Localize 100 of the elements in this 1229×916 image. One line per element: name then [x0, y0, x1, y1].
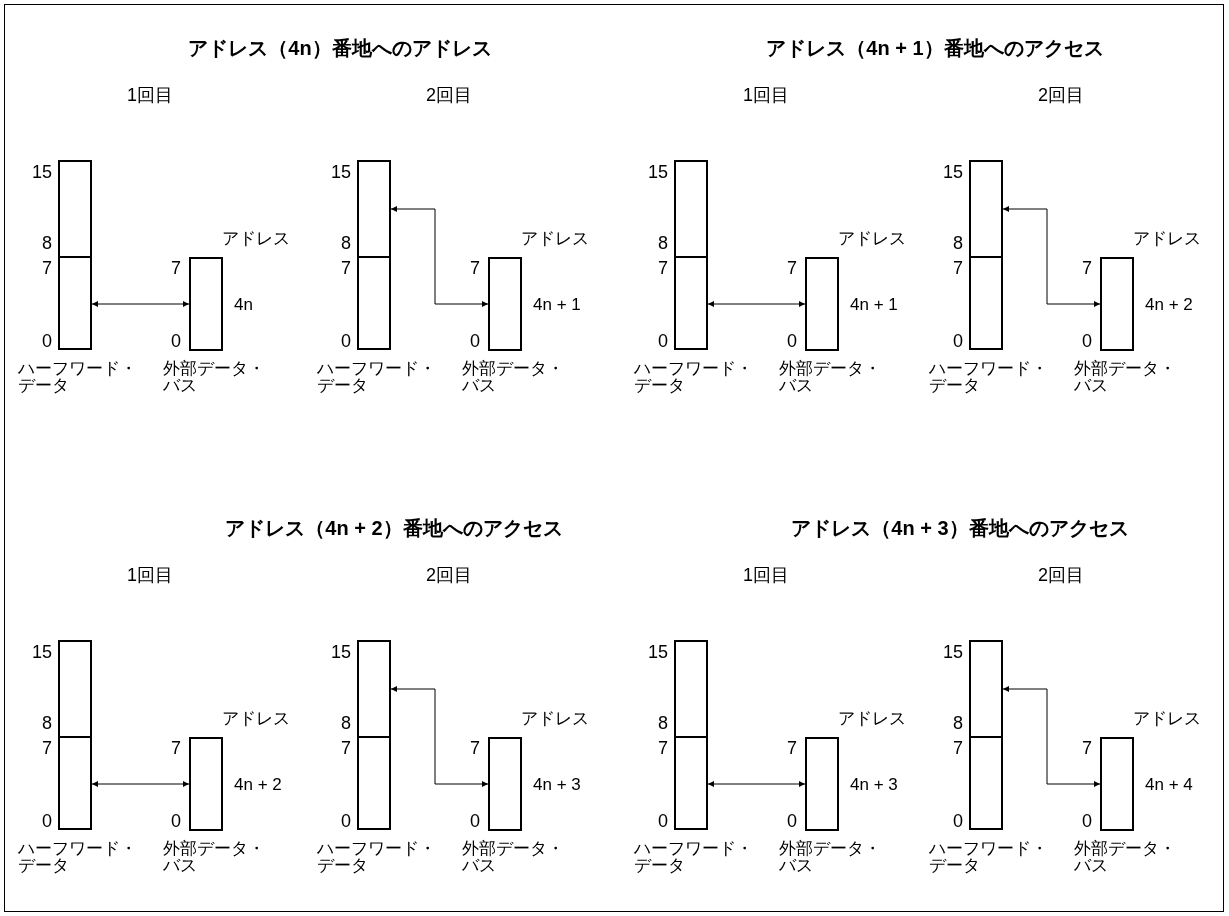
register-caption: ハーフワード・データ	[929, 840, 1049, 874]
bit-number: 15	[942, 643, 963, 661]
register-field	[58, 736, 92, 830]
cycle-heading: 2回目	[1038, 564, 1084, 587]
register-caption: ハーフワード・データ	[18, 840, 138, 874]
register-field	[674, 640, 708, 738]
bit-number: 0	[658, 332, 668, 350]
arrow	[91, 301, 190, 307]
bit-number: 15	[942, 163, 963, 181]
register-field	[357, 256, 391, 350]
bit-number: 0	[787, 812, 797, 830]
register-caption: ハーフワード・データ	[634, 840, 754, 874]
address-label: アドレス	[222, 228, 290, 250]
bit-number: 0	[42, 332, 52, 350]
bit-number: 8	[953, 234, 963, 252]
address-value: 4n + 1	[533, 295, 581, 315]
address-value: 4n + 2	[1145, 295, 1193, 315]
register-caption: 外部データ・バス	[163, 360, 266, 394]
register-field	[58, 256, 92, 350]
arrow	[1002, 206, 1101, 307]
register-caption: ハーフワード・データ	[634, 360, 754, 394]
bit-number: 7	[171, 259, 181, 277]
register-field	[357, 640, 391, 738]
address-label: アドレス	[1133, 708, 1201, 730]
bit-number: 7	[787, 259, 797, 277]
bit-number: 7	[470, 739, 480, 757]
register-caption: 外部データ・バス	[779, 360, 882, 394]
bit-number: 0	[171, 332, 181, 350]
bit-number: 7	[171, 739, 181, 757]
register-field	[357, 736, 391, 830]
address-value: 4n + 3	[533, 775, 581, 795]
bit-number: 0	[341, 332, 351, 350]
bit-number: 15	[647, 163, 668, 181]
arrow	[707, 781, 806, 787]
bit-number: 8	[42, 234, 52, 252]
bit-number: 7	[658, 259, 668, 277]
register-caption: ハーフワード・データ	[18, 360, 138, 394]
address-value: 4n + 2	[234, 775, 282, 795]
bit-number: 7	[1082, 259, 1092, 277]
bit-number: 8	[658, 234, 668, 252]
bit-number: 0	[341, 812, 351, 830]
arrow	[390, 686, 489, 787]
bit-number: 15	[330, 643, 351, 661]
cycle-heading: 2回目	[426, 564, 472, 587]
bit-number: 8	[658, 714, 668, 732]
register-field	[357, 160, 391, 258]
register-caption: 外部データ・バス	[462, 840, 565, 874]
arrow	[707, 301, 806, 307]
register-caption: ハーフワード・データ	[317, 360, 437, 394]
bit-number: 7	[341, 739, 351, 757]
bit-number: 7	[42, 259, 52, 277]
bit-number: 7	[787, 739, 797, 757]
address-value: 4n + 3	[850, 775, 898, 795]
bit-number: 0	[470, 332, 480, 350]
register-field	[969, 256, 1003, 350]
bit-number: 7	[470, 259, 480, 277]
bit-number: 0	[1082, 332, 1092, 350]
bit-number: 0	[470, 812, 480, 830]
bit-number: 7	[658, 739, 668, 757]
section-heading: アドレス（4n + 2）番地へのアクセス	[225, 515, 563, 541]
register-caption: ハーフワード・データ	[317, 840, 437, 874]
register-field	[674, 736, 708, 830]
bit-number: 7	[42, 739, 52, 757]
address-label: アドレス	[521, 228, 589, 250]
cycle-heading: 1回目	[743, 84, 789, 107]
cycle-heading: 1回目	[743, 564, 789, 587]
bit-number: 15	[31, 643, 52, 661]
register-field	[969, 736, 1003, 830]
bit-number: 7	[341, 259, 351, 277]
bit-number: 15	[31, 163, 52, 181]
address-value: 4n + 1	[850, 295, 898, 315]
address-label: アドレス	[222, 708, 290, 730]
register-field	[58, 160, 92, 258]
bit-number: 8	[341, 714, 351, 732]
register-field	[674, 256, 708, 350]
register-caption: ハーフワード・データ	[929, 360, 1049, 394]
register-field	[674, 160, 708, 258]
bit-number: 7	[953, 259, 963, 277]
bit-number: 0	[658, 812, 668, 830]
register-caption: 外部データ・バス	[1074, 840, 1177, 874]
bit-number: 7	[953, 739, 963, 757]
bit-number: 0	[787, 332, 797, 350]
register-caption: 外部データ・バス	[462, 360, 565, 394]
cycle-heading: 1回目	[127, 564, 173, 587]
section-heading: アドレス（4n）番地へのアドレス	[188, 35, 492, 61]
arrow	[91, 781, 190, 787]
bit-number: 0	[953, 332, 963, 350]
bit-number: 8	[42, 714, 52, 732]
register-field	[969, 640, 1003, 738]
address-label: アドレス	[838, 708, 906, 730]
bit-number: 8	[953, 714, 963, 732]
cycle-heading: 2回目	[426, 84, 472, 107]
bit-number: 15	[647, 643, 668, 661]
address-label: アドレス	[838, 228, 906, 250]
register-caption: 外部データ・バス	[779, 840, 882, 874]
address-value: 4n + 4	[1145, 775, 1193, 795]
address-label: アドレス	[521, 708, 589, 730]
bit-number: 0	[1082, 812, 1092, 830]
bit-number: 15	[330, 163, 351, 181]
bit-number: 0	[953, 812, 963, 830]
